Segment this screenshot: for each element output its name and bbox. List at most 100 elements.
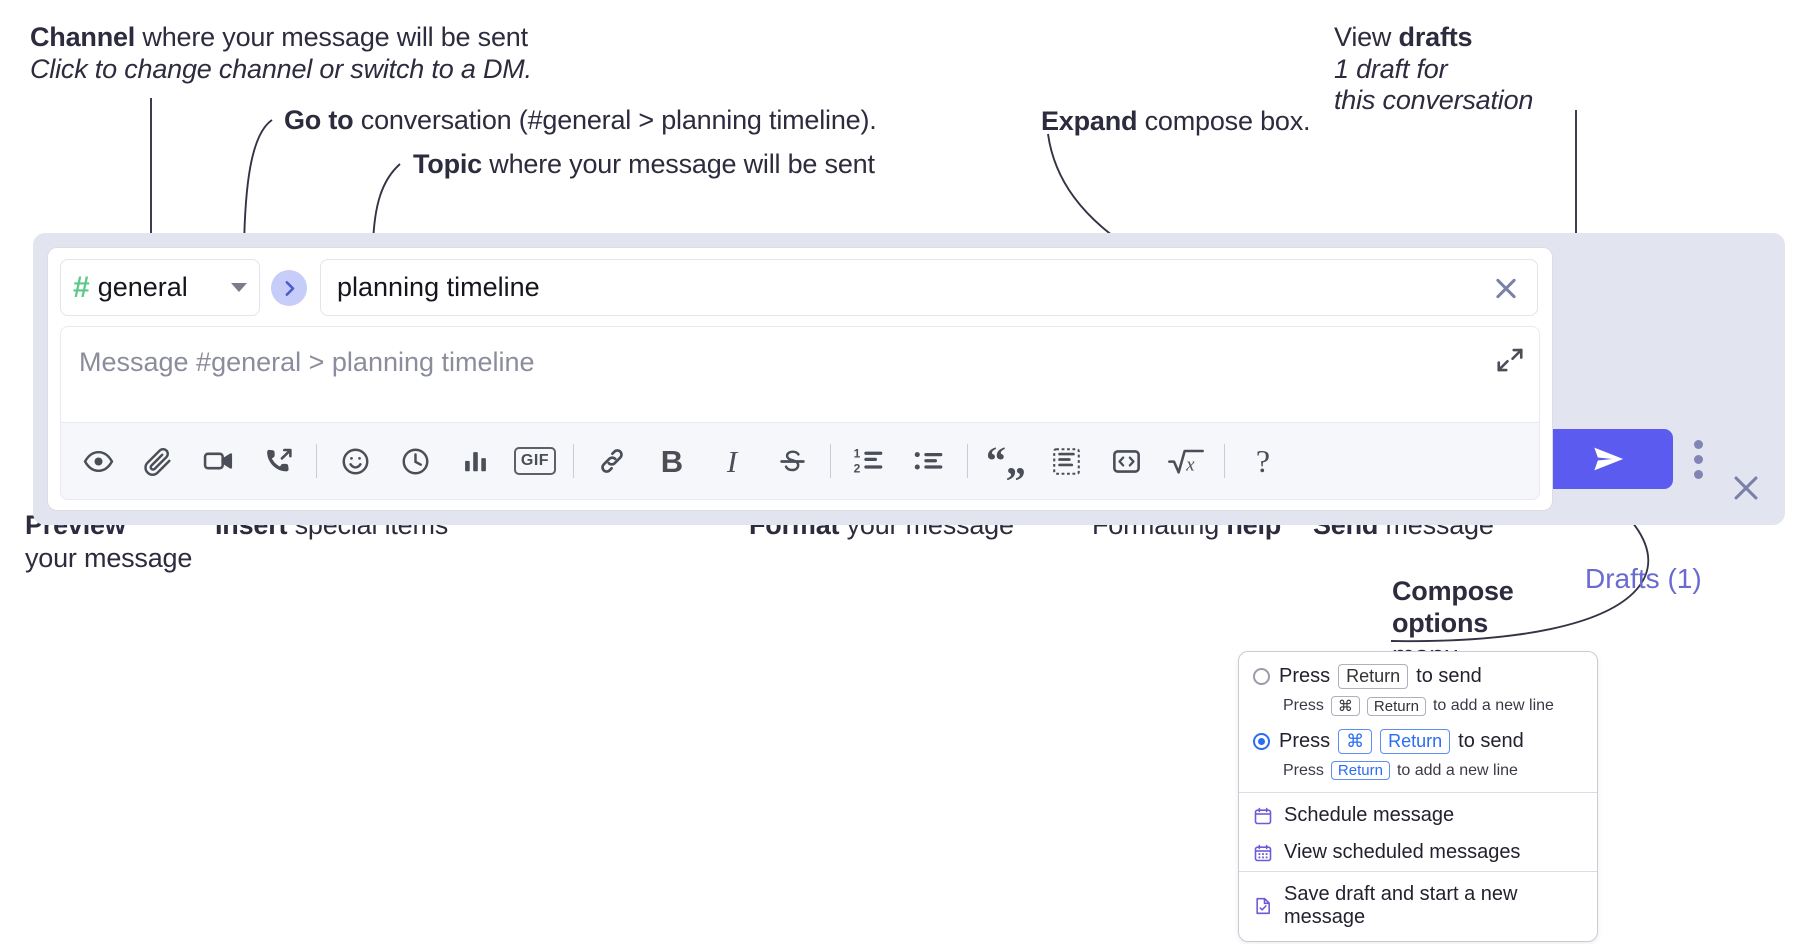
italic-button[interactable]: I [709,438,755,484]
annotation-goto-rest: conversation (#general > planning timeli… [353,105,877,135]
send-button[interactable] [1545,429,1673,489]
channel-picker[interactable]: # general [60,259,260,316]
radio-2-sublabel: Press Return to add a new line [1283,761,1583,780]
compose-panel: Drafts (1) # general [33,233,1785,594]
annotation-topic-bold: Topic [413,149,482,179]
menu-item-schedule-message[interactable]: Schedule message [1239,793,1597,834]
eye-icon [83,450,113,472]
expand-button[interactable] [1495,345,1525,375]
panel-close-button[interactable] [1729,471,1763,505]
annotation-goto: Go to conversation (#general > planning … [284,105,877,137]
blockquote-button[interactable]: “„ [983,438,1029,484]
reminder-button[interactable] [392,438,438,484]
menu-item-label: View scheduled messages [1284,841,1521,863]
annotation-drafts-sub2: this conversation [1334,85,1533,117]
code-inline-icon [1112,449,1140,473]
radio-icon-selected[interactable] [1253,733,1270,750]
code-block-button[interactable] [1043,438,1089,484]
svg-text:1: 1 [854,447,861,461]
gif-button[interactable]: GIF [512,438,558,484]
menu-group-schedule: Schedule message View scheduled messages [1239,793,1597,871]
topic-field[interactable]: planning timeline [320,259,1538,316]
annotation-options-bold2: options [1392,608,1489,638]
numbered-list-icon: 1 2 [854,447,883,475]
radio-2-sub-action: to add a new line [1396,761,1518,779]
chevron-right-icon [285,280,294,296]
bold-button[interactable]: B [649,438,695,484]
annotation-topic: Topic where your message will be sent [413,149,875,181]
chevron-down-icon [231,283,247,292]
annotation-drafts: View drafts [1334,22,1473,54]
send-icon [1594,447,1624,471]
ordered-list-button[interactable]: 1 2 [846,438,892,484]
expand-icon [1497,348,1523,372]
code-button[interactable] [1103,438,1149,484]
annotation-topic-rest: where your message will be sent [482,149,875,179]
math-button[interactable]: x [1163,438,1209,484]
video-camera-icon [203,452,233,470]
toolbar-separator-1 [316,444,317,478]
code-block-icon [1052,447,1080,475]
preview-button[interactable] [75,438,121,484]
radio-2-action: to send [1458,730,1524,752]
close-icon[interactable] [1491,273,1521,303]
kebab-dot-1 [1693,439,1703,449]
radio-1-action: to send [1416,665,1482,687]
annotation-channel-sub-text: Click to change channel or switch to a D… [30,54,532,84]
kbd-return: Return [1338,664,1409,689]
menu-item-view-scheduled[interactable]: View scheduled messages [1239,834,1597,871]
annotation-drafts-sub2-text: this conversation [1334,85,1534,115]
gif-icon: GIF [513,447,557,475]
radio-label-2: Press ⌘ Return to send [1279,729,1524,754]
svg-text:2: 2 [854,461,861,475]
strikethrough-icon [779,449,805,471]
svg-text:x: x [1185,454,1195,475]
kebab-dot-2 [1693,454,1703,464]
strikethrough-button[interactable] [769,438,815,484]
emoji-button[interactable] [332,438,378,484]
drafts-link[interactable]: Drafts (1) [1585,563,1702,594]
audio-clip-button[interactable] [255,438,301,484]
kbd-command: ⌘ [1330,696,1360,716]
menu-item-save-draft[interactable]: Save draft and start a new message [1239,872,1597,941]
kbd-command-2: ⌘ [1338,729,1373,754]
annotation-expand-rest: compose box. [1137,106,1311,136]
poll-button[interactable] [452,438,498,484]
link-icon [601,449,623,473]
goto-conversation-button[interactable] [271,270,307,306]
compose-inner: # general planning timeline Message #gen… [47,247,1553,511]
annotation-expand: Expand compose box. [1041,106,1311,138]
radio-option-cmd-return[interactable]: Press ⌘ Return to send [1253,729,1583,754]
formatting-toolbar: GIF B I [60,422,1540,500]
topic-value: planning timeline [337,272,540,302]
annotation-channel-rest: where your message will be sent [135,22,528,52]
radio-option-return[interactable]: Press Return to send [1253,664,1583,689]
radio-1-press: Press [1279,665,1331,687]
paperclip-icon [143,447,171,476]
menu-divider-1 [1239,792,1597,793]
message-input[interactable]: Message #general > planning timeline [60,326,1540,422]
toolbar-separator-2 [573,444,574,478]
annotation-options-l1: Compose [1392,576,1514,608]
toolbar-separator-3 [830,444,831,478]
bulleted-list-button[interactable] [906,438,952,484]
annotation-channel: Channel where your message will be sent [30,22,528,54]
question-mark-icon: ? [1255,443,1271,479]
formatting-help-button[interactable]: ? [1240,438,1286,484]
video-clip-button[interactable] [195,438,241,484]
kebab-dot-3 [1693,469,1703,479]
kbd-return-4: Return [1330,761,1390,780]
calendar-grid-icon [1253,843,1273,863]
link-button[interactable] [589,438,635,484]
radio-1-sub-press: Press [1283,697,1324,714]
compose-header-row: # general planning timeline [48,248,1552,326]
annotation-channel-bold: Channel [30,22,136,52]
radio-1-sublabel: Press ⌘ Return to add a new line [1283,696,1583,716]
annotation-drafts-bold: drafts [1398,22,1473,52]
radio-icon-unselected[interactable] [1253,668,1270,685]
compose-options-button[interactable] [1683,433,1713,485]
document-check-icon [1253,896,1273,916]
radio-1-sub-action: to add a new line [1432,697,1554,714]
hash-icon: # [73,270,90,304]
attach-button[interactable] [135,438,181,484]
